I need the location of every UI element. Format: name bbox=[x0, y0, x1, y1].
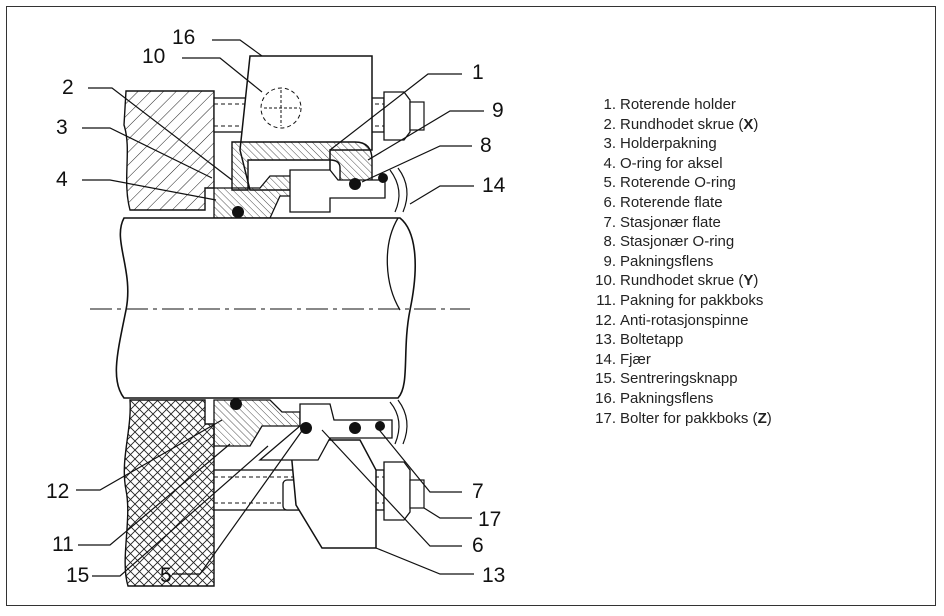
callout-1: 1 bbox=[472, 61, 484, 84]
parts-legend: 1.Roterende holder 2.Rundhodet skrue (X)… bbox=[592, 95, 772, 428]
legend-item: 8.Stasjonær O-ring bbox=[603, 233, 735, 251]
stationary-face-lower bbox=[258, 403, 393, 461]
callout-2: 2 bbox=[62, 76, 74, 99]
legend-item: 4.O-ring for aksel bbox=[603, 154, 723, 172]
callout-11: 11 bbox=[52, 533, 74, 556]
legend-item: 17.Bolter for pakkboks (Z) bbox=[595, 409, 772, 427]
nut-upper bbox=[383, 91, 411, 141]
callout-3: 3 bbox=[56, 116, 68, 139]
nut-lower bbox=[383, 461, 411, 521]
spring-lower bbox=[389, 399, 408, 445]
housing-lower bbox=[123, 399, 215, 587]
housing-upper bbox=[123, 90, 215, 211]
legend-item: 15.Sentreringsknapp bbox=[595, 370, 738, 388]
callout-4: 4 bbox=[56, 168, 68, 191]
callout-10: 10 bbox=[142, 45, 165, 68]
callout-6: 6 bbox=[472, 534, 484, 557]
legend-item: 9.Pakningsflens bbox=[603, 252, 714, 270]
legend-item: 16.Pakningsflens bbox=[595, 389, 714, 407]
callout-12: 12 bbox=[46, 480, 69, 503]
callout-14: 14 bbox=[482, 174, 506, 197]
legend-item: 12.Anti-rotasjonspinne bbox=[595, 311, 749, 329]
legend-item: 5.Roterende O-ring bbox=[603, 174, 736, 192]
centering-knob bbox=[260, 87, 302, 129]
legend-item: 6.Roterende flate bbox=[603, 193, 723, 211]
legend-item: 11.Pakning for pakkboks bbox=[596, 291, 764, 309]
legend-item: 1.Roterende holder bbox=[603, 96, 736, 113]
callout-7: 7 bbox=[472, 480, 484, 503]
callout-5: 5 bbox=[160, 564, 172, 587]
callout-15: 15 bbox=[66, 564, 89, 587]
legend-item: 7.Stasjonær flate bbox=[603, 213, 721, 231]
legend-item: 10.Rundhodet skrue (Y) bbox=[595, 272, 759, 290]
legend-item: 3.Holderpakning bbox=[603, 135, 717, 153]
callout-9: 9 bbox=[492, 99, 504, 122]
legend-item: 13.Boltetapp bbox=[595, 331, 684, 349]
leader-lines bbox=[76, 39, 484, 577]
spring-upper bbox=[389, 167, 408, 213]
callout-8: 8 bbox=[480, 134, 492, 157]
stationary-face-upper bbox=[289, 169, 386, 213]
shaft bbox=[115, 217, 416, 399]
callout-17: 17 bbox=[478, 508, 501, 531]
callout-13: 13 bbox=[482, 564, 505, 587]
figure-frame bbox=[6, 6, 936, 606]
legend-item: 2.Rundhodet skrue (X) bbox=[603, 115, 759, 133]
callout-16: 16 bbox=[172, 26, 195, 49]
legend-item: 14.Fjær bbox=[595, 350, 651, 368]
rotating-holder-upper bbox=[231, 141, 373, 191]
